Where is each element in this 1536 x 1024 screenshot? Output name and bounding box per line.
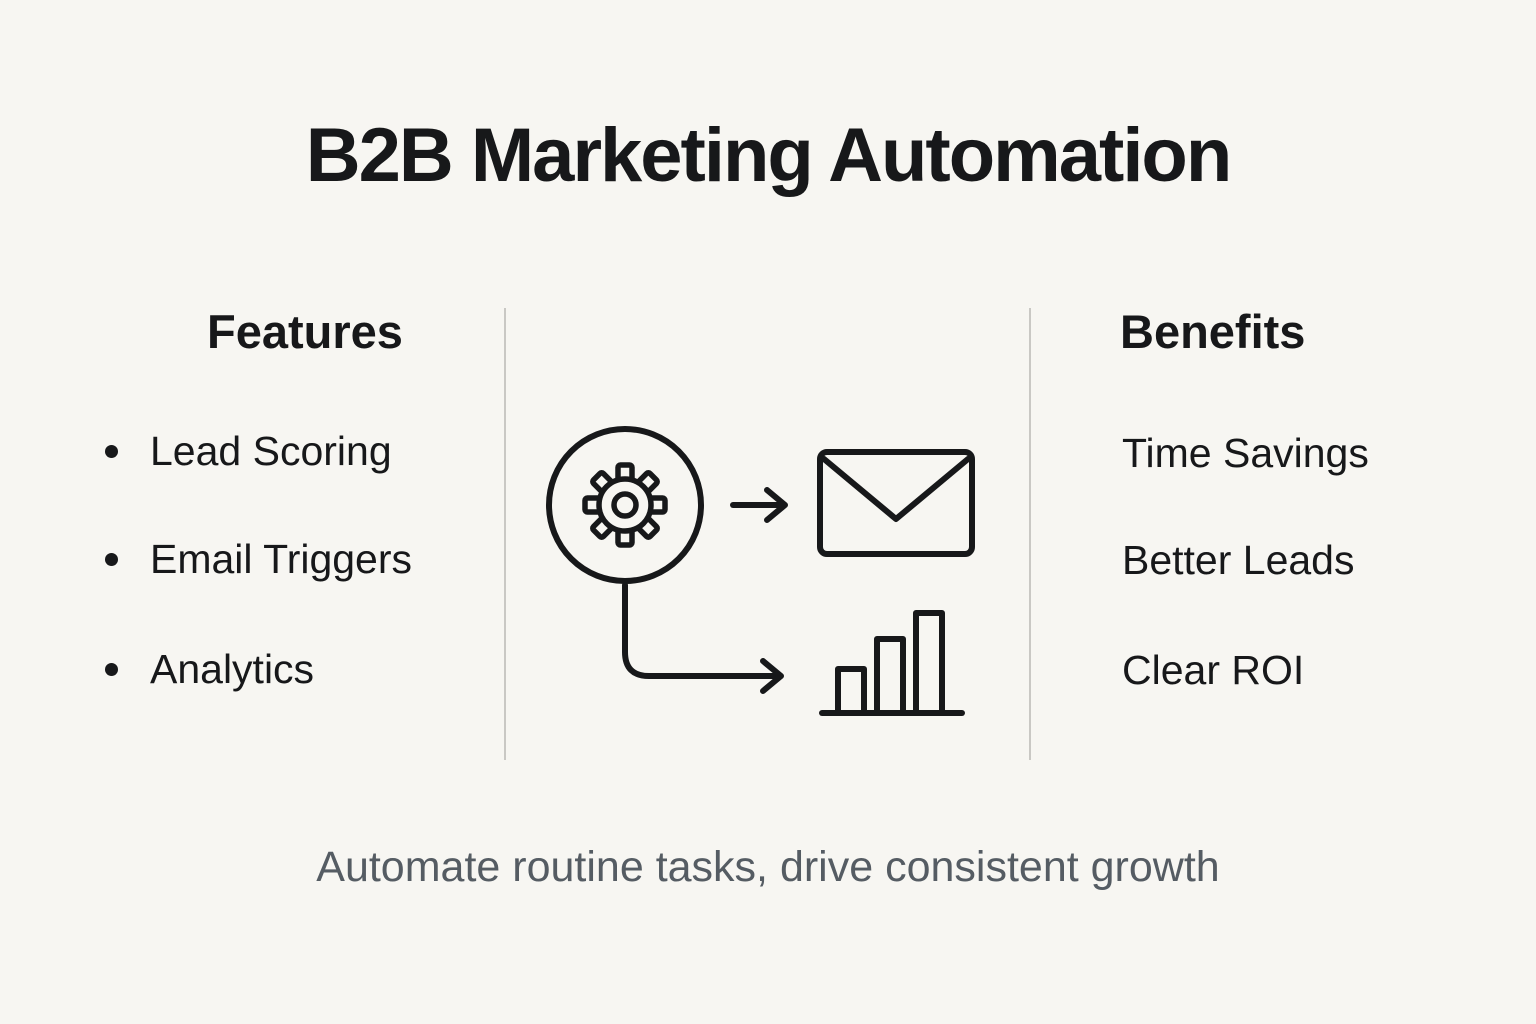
benefit-label: Better Leads [1122,537,1355,583]
bullet-icon [105,663,118,676]
envelope-icon [817,449,975,557]
bullet-icon [105,553,118,566]
benefit-label: Time Savings [1122,430,1369,476]
feature-label: Lead Scoring [150,428,392,474]
feature-label: Analytics [150,646,315,692]
arrow-right-icon [730,487,788,523]
column-divider-left [504,308,506,760]
list-item: Email Triggers [105,536,412,583]
list-item: Time Savings [1122,430,1369,477]
gear-icon [582,462,668,548]
list-item: Better Leads [1122,537,1355,584]
automation-flow-graphic [546,426,975,716]
bar-chart-icon [819,610,965,716]
tagline: Automate routine tasks, drive consistent… [316,843,1220,891]
list-item: Lead Scoring [105,428,392,475]
column-divider-right [1029,308,1031,760]
benefits-heading: Benefits [1120,305,1306,358]
page-title: B2B Marketing Automation [305,113,1233,198]
list-item: Clear ROI [1122,647,1304,694]
feature-label: Email Triggers [150,536,413,582]
bullet-icon [105,445,118,458]
benefit-label: Clear ROI [1122,647,1305,693]
gear-circle-outline [546,426,704,584]
features-heading: Features [207,305,403,358]
list-item: Analytics [105,646,314,693]
curved-arrow-icon [622,582,784,694]
